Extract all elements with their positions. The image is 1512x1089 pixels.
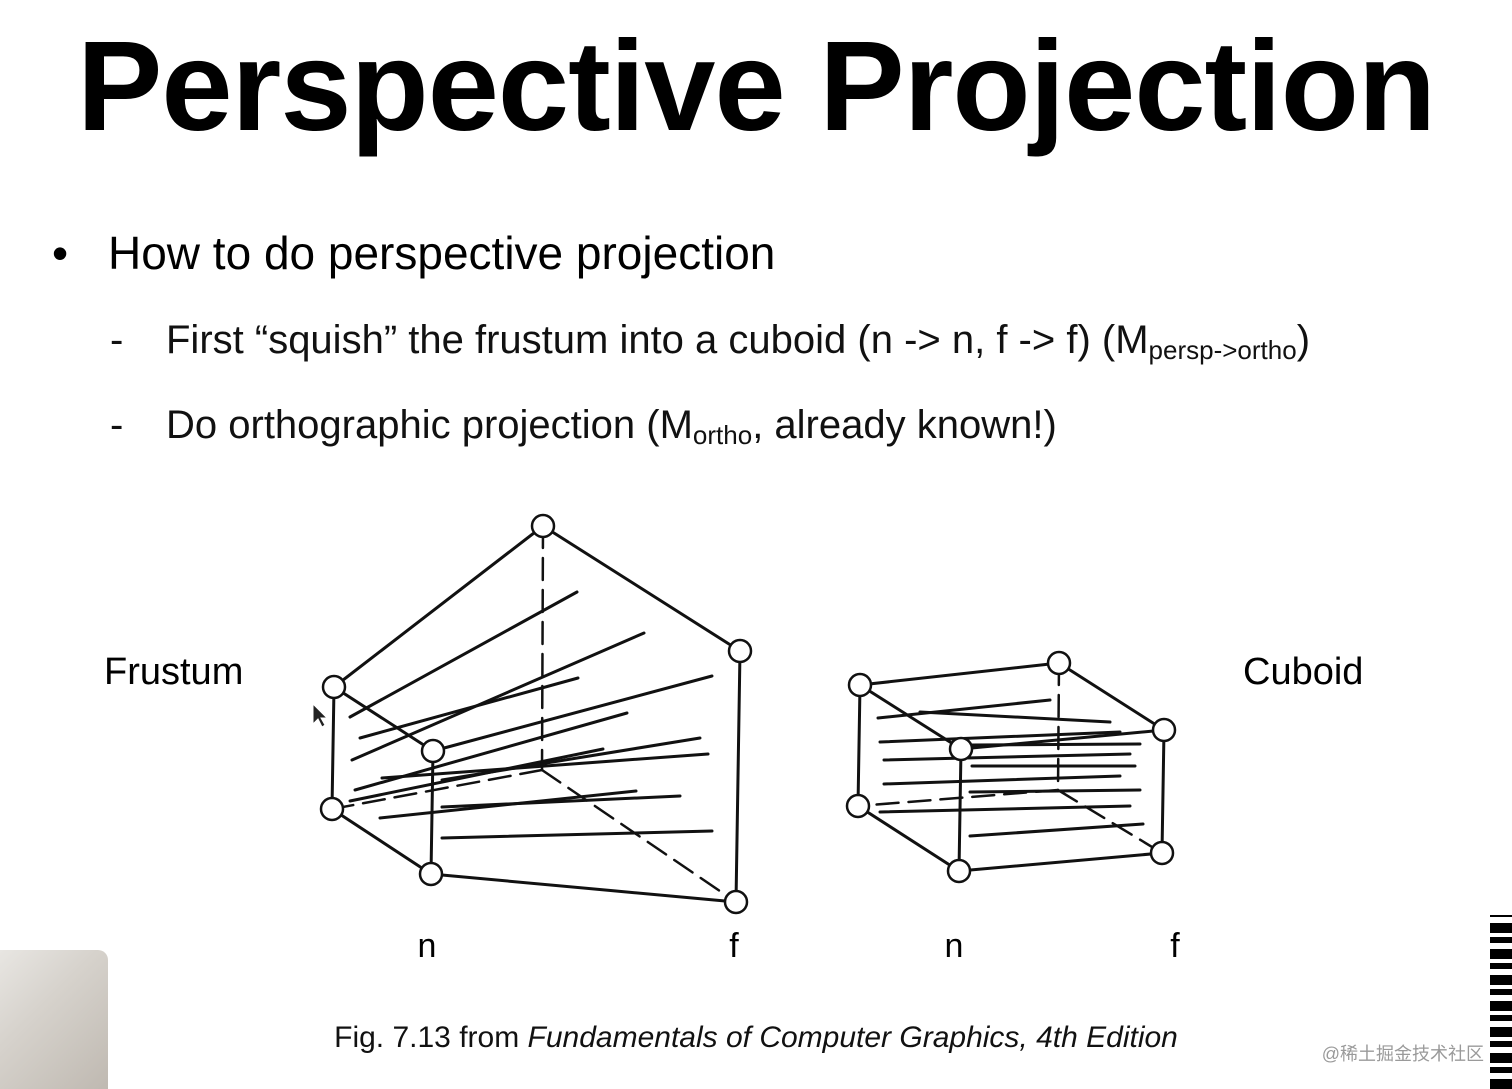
frustum-interior-line: [348, 590, 579, 719]
watermark: @稀土掘金技术社区: [1321, 1044, 1484, 1064]
frustum-interior-line: [350, 631, 646, 762]
cuboid-label: Cuboid: [1243, 651, 1364, 693]
webcam-overlay: [0, 950, 108, 1089]
cuboid-hidden-edge: [1056, 788, 1164, 855]
sub2-text: Do orthographic projection (M: [166, 403, 693, 447]
frustum-vertex: [530, 513, 556, 539]
cuboid-vertex: [1046, 650, 1072, 676]
frustum-label: Frustum: [104, 651, 244, 693]
frustum-interior-line: [358, 676, 580, 740]
cuboid-edge: [1057, 661, 1166, 732]
cuboid-interior-line: [876, 698, 1052, 720]
frustum-edge: [541, 524, 742, 653]
cuboid-near-label: n: [944, 927, 964, 965]
cuboid-vertex: [845, 793, 871, 819]
cuboid-vertex: [1149, 840, 1175, 866]
frustum-far-label: f: [729, 927, 739, 965]
sub-point-ortho: -Do orthographic projection (Mortho, alr…: [110, 401, 1057, 459]
cuboid-interior-line: [918, 710, 1112, 724]
frustum-vertex: [723, 889, 749, 915]
cuboid-interior-line: [968, 788, 1142, 794]
qr-code-icon: [1490, 915, 1512, 1089]
slide-title: Perspective Projection: [76, 15, 1436, 158]
bullet-dot-icon: •: [52, 227, 69, 279]
cuboid-edge: [856, 683, 862, 808]
frustum-interior-line: [440, 736, 702, 782]
mouse-pointer-icon: [312, 702, 329, 728]
cuboid-edge: [856, 804, 961, 873]
frustum-edge: [429, 872, 738, 904]
sub2-close: , already known!): [752, 403, 1057, 447]
cuboid-interior-line: [878, 804, 1132, 814]
cuboid-vertex: [1151, 717, 1177, 743]
frustum-edge: [734, 649, 742, 904]
bullet-text: How to do perspective projection: [108, 227, 776, 279]
frustum-vertex: [319, 796, 345, 822]
frustum-vertex: [420, 738, 446, 764]
cuboid-interior-line: [968, 822, 1145, 838]
caption-prefix: Fig. 7.13 from: [334, 1021, 528, 1054]
frustum-edge: [431, 674, 714, 753]
frustum-edge: [330, 807, 433, 876]
cuboid-vertex: [946, 858, 972, 884]
sub1-text: First “squish” the frustum into a cuboid…: [166, 318, 1149, 362]
cuboid-diagram: [845, 650, 1177, 884]
cuboid-interior-line: [970, 742, 1142, 747]
cuboid-hidden-edge: [1056, 661, 1061, 792]
sub-point-squish: -First “squish” the frustum into a cuboi…: [110, 316, 1310, 374]
cuboid-edge: [1160, 728, 1166, 855]
frustum-edge: [332, 524, 545, 689]
sub2-subscript: ortho: [692, 420, 753, 450]
frustum-vertex: [418, 861, 444, 887]
bullet-point: • How to do perspective projection: [52, 226, 775, 280]
cuboid-far-label: f: [1170, 927, 1180, 965]
frustum-vertex: [321, 674, 347, 700]
frustum-diagram: [319, 513, 753, 915]
cuboid-interior-line: [882, 774, 1122, 786]
figure-caption: Fig. 7.13 from Fundamentals of Computer …: [0, 1018, 1512, 1058]
frustum-interior-line: [440, 794, 682, 809]
cuboid-vertex: [847, 672, 873, 698]
frustum-hidden-edge: [330, 768, 544, 811]
cuboid-vertex: [948, 736, 974, 762]
frustum-edge: [330, 685, 336, 811]
frustum-hidden-edge: [540, 768, 738, 904]
dash-icon: -: [110, 403, 124, 447]
caption-book-title: Fundamentals of Computer Graphics, 4th E…: [527, 1021, 1178, 1054]
sub1-subscript: persp->ortho: [1148, 335, 1297, 365]
cuboid-interior-line: [878, 730, 1122, 744]
cuboid-edge: [858, 661, 1061, 687]
frustum-interior-line: [380, 752, 710, 780]
cuboid-interior-line: [882, 752, 1132, 762]
frustum-edge: [332, 685, 435, 753]
frustum-near-label: n: [417, 927, 437, 965]
sub1-close: ): [1296, 318, 1311, 362]
cuboid-edge: [957, 851, 1164, 873]
dash-icon: -: [110, 318, 124, 362]
frustum-interior-line: [440, 829, 714, 840]
frustum-vertex: [727, 638, 753, 664]
frustum-hidden-edge: [540, 524, 545, 772]
